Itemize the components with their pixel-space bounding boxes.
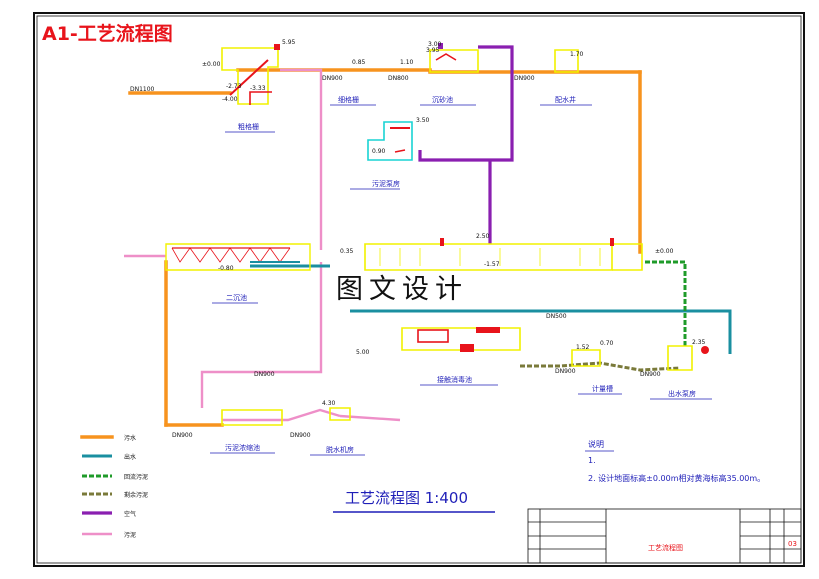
label-thickener: 污泥浓缩池 — [225, 443, 260, 452]
pipe-size-f: DN900 — [640, 371, 661, 378]
structure-oxidation-ditch — [364, 238, 643, 271]
svg-text:-3.33: -3.33 — [250, 85, 266, 92]
pipe-air-purple — [82, 45, 514, 515]
svg-text:3.50: 3.50 — [416, 117, 430, 124]
svg-text:1.52: 1.52 — [576, 344, 590, 351]
svg-text:1.70: 1.70 — [570, 51, 584, 58]
svg-text:-2.73: -2.73 — [226, 83, 242, 90]
drawing-title: A1-工艺流程图 — [42, 22, 173, 45]
watermark: 图文设计 — [336, 274, 468, 305]
pipe-size-e: DN900 — [555, 368, 576, 375]
svg-text:±0.00: ±0.00 — [202, 61, 221, 68]
notes-block: 说明 1. 2. 设计地面标高±0.00m相对黄海标高35.00m。 — [585, 439, 765, 483]
svg-text:5.95: 5.95 — [282, 39, 296, 46]
legend-label-1: 污水 — [124, 434, 136, 442]
note-2: 2. 设计地面标高±0.00m相对黄海标高35.00m。 — [588, 473, 765, 483]
pipe-size-d: DN500 — [546, 313, 567, 320]
pipe-size-a: DN900 — [322, 75, 343, 82]
structure-grit — [429, 43, 579, 73]
label-sludge-pump: 污泥泵房 — [372, 179, 400, 188]
structure-clarifier — [165, 243, 311, 271]
title-block: 工艺流程图 03 — [527, 508, 802, 564]
svg-text:工艺流程图 1:400: 工艺流程图 1:400 — [345, 489, 468, 507]
svg-text:4.30: 4.30 — [322, 400, 336, 407]
svg-text:3.00: 3.00 — [428, 41, 442, 48]
pipe-size-labels: DN1100 DN900 DN800 DN900 DN500 DN900 DN9… — [130, 75, 661, 439]
pipe-size-inlet: DN1100 — [130, 86, 155, 93]
elevation-labels: 5.95 ±0.00 -2.73 -3.33 -4.00 0.85 3.00 3… — [202, 39, 706, 407]
pipe-size-h: DN900 — [172, 432, 193, 439]
svg-text:0.70: 0.70 — [600, 340, 614, 347]
notes-heading: 说明 — [588, 439, 604, 449]
scale-caption: 工艺流程图 1:400 — [333, 489, 495, 513]
svg-text:1.10: 1.10 — [400, 59, 414, 66]
pipe-size-g: DN900 — [254, 371, 275, 378]
title-block-sheet: 03 — [788, 540, 797, 548]
legend-label-4: 剩余污泥 — [124, 491, 148, 499]
label-metering: 计量槽 — [592, 384, 613, 393]
pipe-effluent-teal — [82, 264, 732, 458]
svg-text:0.85: 0.85 — [352, 59, 366, 66]
svg-text:-1.57: -1.57 — [484, 261, 500, 268]
label-coarse-screen: 粗格栅 — [238, 122, 259, 131]
structure-thickener — [221, 407, 351, 426]
label-fine-screen: 细格栅 — [338, 95, 359, 104]
svg-text:±0.00: ±0.00 — [655, 248, 674, 255]
pipe-size-i: DN900 — [290, 432, 311, 439]
legend: 污水 出水 回流污泥 剩余污泥 空气 污泥 — [124, 434, 148, 539]
legend-label-2: 出水 — [124, 453, 136, 461]
legend-label-5: 空气 — [124, 510, 136, 518]
structure-disinfection — [401, 327, 709, 371]
svg-text:2.35: 2.35 — [692, 339, 706, 346]
outer-frame — [33, 12, 805, 567]
structure-sludge-tank — [367, 121, 413, 161]
pipe-green-dashed — [82, 260, 687, 478]
svg-text:5.00: 5.00 — [356, 349, 370, 356]
structure-inlet-pump — [221, 44, 280, 105]
svg-text:0.35: 0.35 — [340, 248, 354, 255]
inner-frame — [36, 15, 802, 564]
svg-text:3.95: 3.95 — [426, 47, 440, 54]
legend-label-6: 污泥 — [124, 531, 136, 539]
svg-text:0.90: 0.90 — [372, 148, 386, 155]
label-clarifier: 二沉池 — [226, 293, 247, 302]
label-dewatering: 脱水机房 — [326, 445, 354, 454]
label-disinfection: 接触消毒池 — [437, 375, 472, 384]
label-distribution-well: 配水井 — [555, 95, 576, 104]
pipe-size-b: DN800 — [388, 75, 409, 82]
title-block-name: 工艺流程图 — [648, 543, 683, 552]
svg-text:-4.00: -4.00 — [222, 96, 238, 103]
legend-label-3: 回流污泥 — [124, 473, 148, 481]
label-outfall: 出水泵房 — [668, 389, 696, 398]
structure-labels: 粗格栅 细格栅 沉砂池 配水井 污泥泵房 二沉池 接触消毒池 计量槽 出水泵房 … — [210, 95, 712, 456]
label-grit-chamber: 沉砂池 — [432, 95, 453, 104]
svg-text:-0.80: -0.80 — [218, 265, 234, 272]
svg-text:2.50: 2.50 — [476, 233, 490, 240]
note-1: 1. — [588, 456, 596, 465]
pipe-size-c: DN900 — [514, 75, 535, 82]
